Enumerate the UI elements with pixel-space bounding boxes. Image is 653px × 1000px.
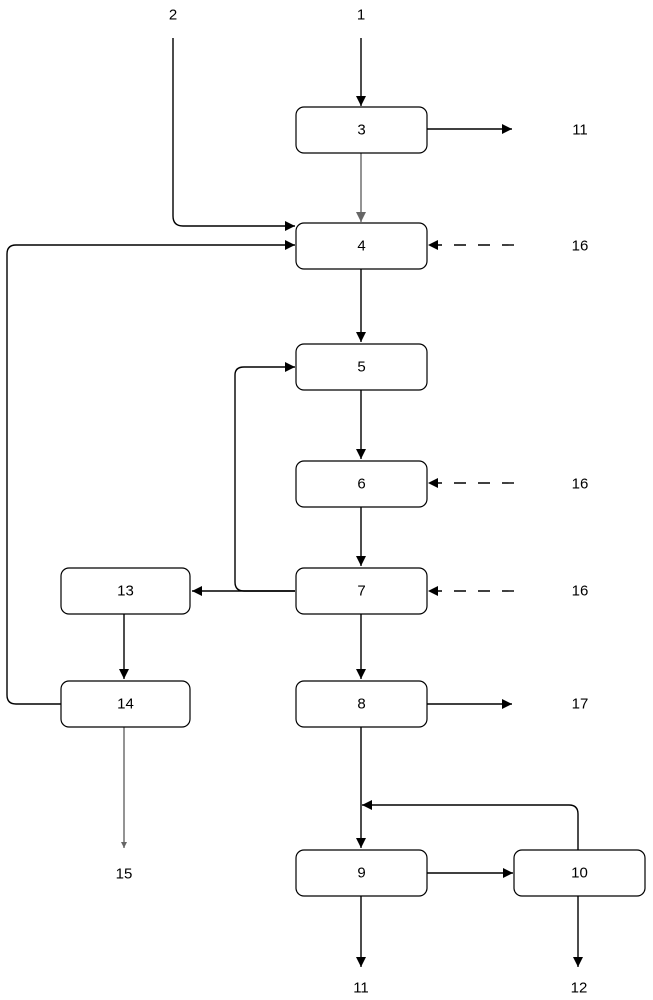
arrow-14-to-4	[6, 240, 295, 705]
box-10: 10	[513, 849, 646, 897]
box-6-label: 6	[357, 476, 365, 493]
box-7-label: 7	[357, 583, 365, 600]
box-4-label: 4	[357, 238, 365, 255]
box-3-label: 3	[357, 122, 365, 139]
box-9: 9	[295, 849, 428, 897]
label-output-17: 17	[572, 696, 589, 713]
process-boxes: 3 4 5 6 7 8 9 10	[60, 106, 646, 897]
arrow-7-to-5	[234, 362, 295, 592]
label-input-16-c: 16	[572, 583, 589, 600]
label-input-16-a: 16	[572, 238, 589, 255]
label-output-15: 15	[116, 866, 133, 883]
box-14-label: 14	[117, 696, 134, 713]
stream-labels: 1 2 11 16 16 16 17 15 11 12	[116, 7, 589, 997]
box-5-label: 5	[357, 359, 365, 376]
arrow-10-to-9	[362, 800, 579, 850]
arrow-2-to-4	[172, 38, 295, 231]
box-3: 3	[295, 106, 428, 154]
box-13-label: 13	[117, 583, 134, 600]
connectors	[6, 38, 583, 967]
label-input-1: 1	[357, 7, 365, 24]
label-output-11-top: 11	[572, 122, 588, 139]
box-8-label: 8	[357, 696, 365, 713]
box-6: 6	[295, 460, 428, 508]
box-7: 7	[295, 567, 428, 615]
label-input-2: 2	[169, 7, 177, 24]
box-8: 8	[295, 680, 428, 728]
label-input-16-b: 16	[572, 476, 589, 493]
box-4: 4	[295, 222, 428, 270]
box-9-label: 9	[357, 865, 365, 882]
box-5: 5	[295, 343, 428, 391]
box-13: 13	[60, 567, 191, 615]
box-10-label: 10	[571, 865, 588, 882]
label-output-11-bottom: 11	[353, 980, 369, 997]
box-14: 14	[60, 680, 191, 728]
label-output-12: 12	[571, 980, 588, 997]
